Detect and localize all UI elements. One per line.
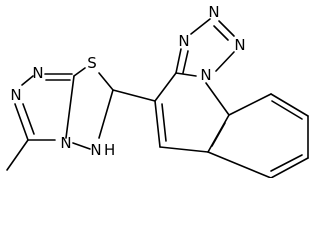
atom-n-triazole-top: N [32, 64, 43, 82]
atom-labels: N N N S N H N N N N [10, 3, 245, 159]
bond-c3a-c4 [154, 72, 177, 102]
atom-nh-thiadiazole: N [90, 141, 101, 159]
bond-c3-n2-inner [22, 103, 35, 135]
bond-s-c2 [98, 72, 114, 91]
bond-c3a-n3-inner [182, 50, 189, 74]
atom-n-bridgehead: N [200, 66, 211, 84]
bond-c8a-n [205, 82, 230, 116]
atom-n-tetrazole-right: N [234, 36, 245, 54]
bond-c4-c5-inner [161, 103, 167, 142]
bond-c7a-n4 [65, 75, 75, 139]
bond-c8a-c8 [228, 93, 272, 116]
bond-c2-c4q [112, 89, 156, 102]
bond-c5-c4a [159, 146, 209, 153]
bond-c7a-s [73, 67, 86, 77]
atom-n-tetrazole-left: N [178, 32, 189, 50]
bond-c5b-c4a [207, 151, 272, 178]
bond-c2-nh [98, 89, 114, 139]
bond-n2-n1 [21, 75, 34, 86]
bond-n2-n1t [218, 20, 235, 37]
bond-c8-c7-inner [271, 100, 303, 120]
bond-c8a-c4a-inner [211, 122, 226, 147]
bond-c4-c5 [154, 100, 161, 148]
bond-n3-n2 [190, 18, 211, 35]
bond-nh-n4 [72, 142, 91, 150]
bond-c6-c5b-inner [270, 154, 303, 172]
bond-n2-n1t-inner [213, 25, 229, 41]
bond-n1t-n [215, 51, 235, 72]
chemical-structure-diagram: N N N S N H N N N N [6, 3, 309, 178]
bonds [6, 18, 309, 178]
atom-n-tetrazole-top: N [208, 3, 219, 21]
bond-c8-c7 [270, 93, 309, 117]
atom-n-triazole-left: N [10, 86, 21, 104]
bond-c6-c5b [270, 157, 309, 178]
bond-n-c3a [175, 72, 197, 77]
atom-s-thiadiazole: S [87, 54, 97, 72]
bond-methyl [6, 139, 29, 171]
atom-n-triazole-bridge: N [60, 134, 71, 152]
bond-c3-n2 [14, 103, 29, 141]
molecule-drawing: N N N S N H N N N N [6, 3, 309, 178]
bond-c3a-n3 [175, 48, 182, 74]
atom-nh-hydrogen: H [104, 141, 115, 159]
